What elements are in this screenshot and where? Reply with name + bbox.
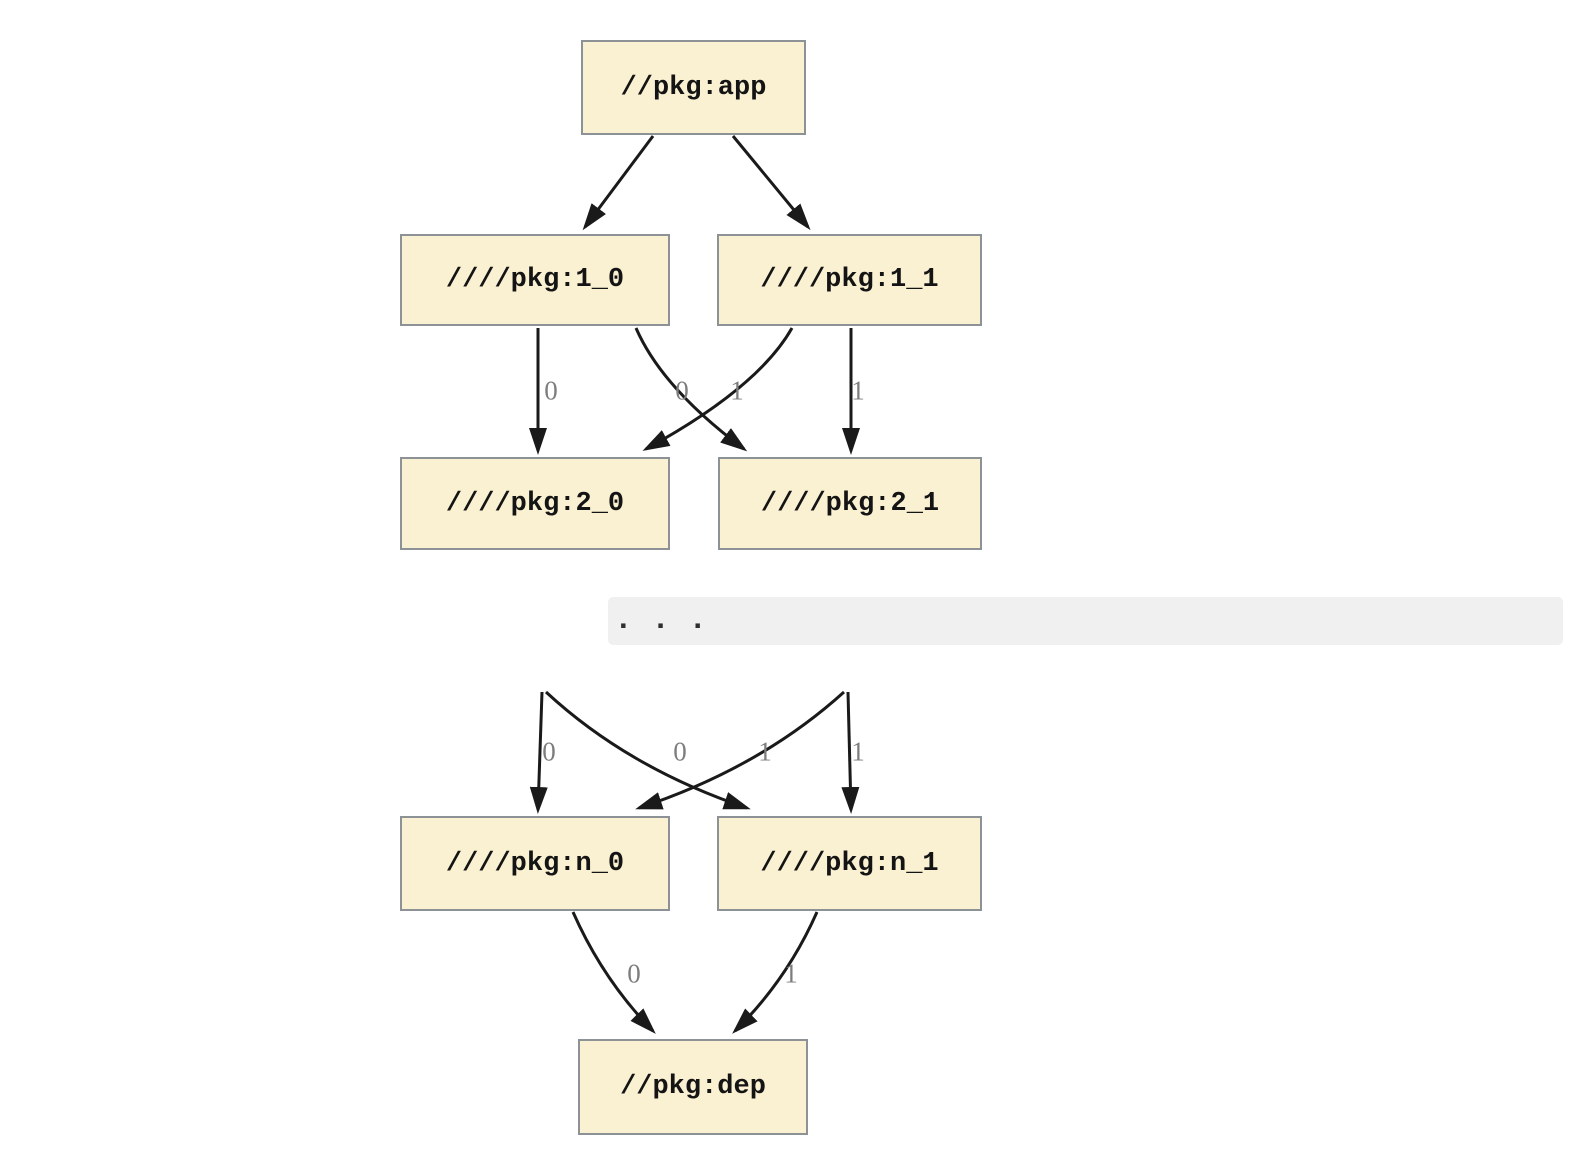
node-pkg-1-1: ////pkg:1_1 — [717, 234, 982, 326]
edge-label-prev0-n-0: 0 — [542, 736, 556, 767]
edge-app-1-0 — [582, 135, 655, 231]
node-pkg-n-1-label: ////pkg:n_1 — [760, 848, 939, 879]
node-pkg-2-0-label: ////pkg:2_0 — [445, 488, 625, 519]
node-pkg-2-1: ////pkg:2_1 — [718, 457, 982, 550]
node-pkg-n-0-label: ////pkg:n_0 — [445, 848, 625, 879]
edge-label-prev1-n-1: 1 — [851, 736, 865, 767]
edge-label-prev1-n-0: 1 — [758, 736, 772, 767]
node-pkg-2-1-label: ////pkg:2_1 — [760, 488, 940, 519]
edge-label-1-0-2-0: 0 — [544, 375, 558, 406]
edge-label-n-1-dep: 1 — [784, 958, 798, 989]
ellipsis-text: . . . — [614, 602, 708, 638]
node-pkg-n-0: ////pkg:n_0 — [400, 816, 670, 911]
edge-prev0-n-1 — [544, 690, 751, 810]
node-pkg-app-label: //pkg:app — [620, 72, 767, 103]
node-pkg-dep-label: //pkg:dep — [620, 1072, 766, 1102]
edge-label-1-1-2-0: 1 — [730, 375, 744, 406]
node-pkg-2-0: ////pkg:2_0 — [400, 457, 670, 550]
node-pkg-1-0-label: ////pkg:1_0 — [445, 265, 625, 295]
ellipsis-separator: . . . — [608, 597, 1563, 645]
edge-label-1-1-2-1: 1 — [851, 375, 865, 406]
edge-label-1-0-2-1: 0 — [675, 375, 689, 406]
edge-1-1-2-0 — [642, 327, 794, 451]
edge-1-0-2-1 — [634, 327, 748, 452]
edge-n-0-dep — [571, 911, 656, 1034]
edge-prev1-n-0 — [635, 690, 846, 810]
node-pkg-n-1: ////pkg:n_1 — [717, 816, 982, 911]
edge-n-1-dep — [732, 911, 819, 1034]
edge-app-1-1 — [731, 135, 811, 231]
edge-label-prev0-n-1: 0 — [673, 736, 687, 767]
node-pkg-1-0: ////pkg:1_0 — [400, 234, 670, 326]
node-pkg-app: //pkg:app — [581, 40, 806, 135]
edge-label-n-0-dep: 0 — [627, 958, 641, 989]
node-pkg-dep: //pkg:dep — [578, 1039, 808, 1135]
node-pkg-1-1-label: ////pkg:1_1 — [760, 265, 939, 295]
